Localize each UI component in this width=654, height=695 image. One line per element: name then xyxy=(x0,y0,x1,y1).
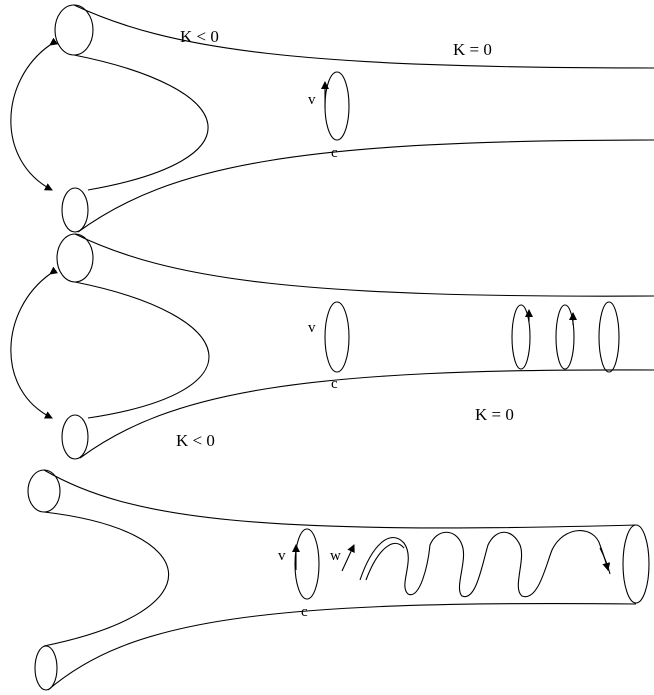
surface-bottom-edge xyxy=(47,602,637,691)
vector-w-arrow xyxy=(341,544,355,572)
label-k-negative: K < 0 xyxy=(176,431,215,450)
gluing-arrow xyxy=(10,266,59,419)
label-c: c xyxy=(331,376,338,392)
panel-1: K < 0 K = 0 v c xyxy=(10,4,654,233)
surface-top-edge xyxy=(74,233,654,297)
spiraling-geodesic-end xyxy=(599,547,611,575)
label-v: v xyxy=(308,92,316,108)
label-v: v xyxy=(278,548,286,564)
closed-geodesic-c xyxy=(324,301,350,373)
label-k-negative: K < 0 xyxy=(180,27,219,46)
cuff-bottom-left xyxy=(61,187,89,233)
spiraling-geodesic-double xyxy=(365,542,405,581)
cuff-top-left xyxy=(56,233,94,283)
panel-2: v c K = 0 K < 0 xyxy=(10,233,654,460)
label-v: v xyxy=(308,320,316,336)
closed-geodesic-c xyxy=(294,528,320,600)
cuff-bottom-left xyxy=(34,645,58,691)
panel-3: v w c xyxy=(27,469,650,691)
cuff-top-left xyxy=(54,4,94,56)
closed-geodesic-c xyxy=(324,71,350,141)
surface-top-edge xyxy=(43,469,637,529)
label-c: c xyxy=(301,604,308,620)
label-c: c xyxy=(331,145,338,161)
pants-crotch xyxy=(74,281,210,419)
pants-crotch xyxy=(73,54,209,191)
cuff-bottom-left xyxy=(61,414,89,460)
label-w: w xyxy=(330,548,341,564)
end-geodesic xyxy=(622,524,650,604)
gluing-arrow xyxy=(10,37,59,191)
geodesic-copy-3 xyxy=(598,301,620,373)
surface-bottom-edge xyxy=(77,139,654,233)
spiraling-geodesic-w xyxy=(359,530,611,598)
label-k-zero: K = 0 xyxy=(475,405,514,424)
geodesic-copy-2 xyxy=(555,304,575,370)
geodesic-copy-1 xyxy=(511,304,531,370)
surface-bottom-edge xyxy=(79,369,654,459)
label-k-zero: K = 0 xyxy=(453,40,492,59)
pants-crotch xyxy=(43,511,170,647)
surface-top-edge xyxy=(73,4,654,69)
